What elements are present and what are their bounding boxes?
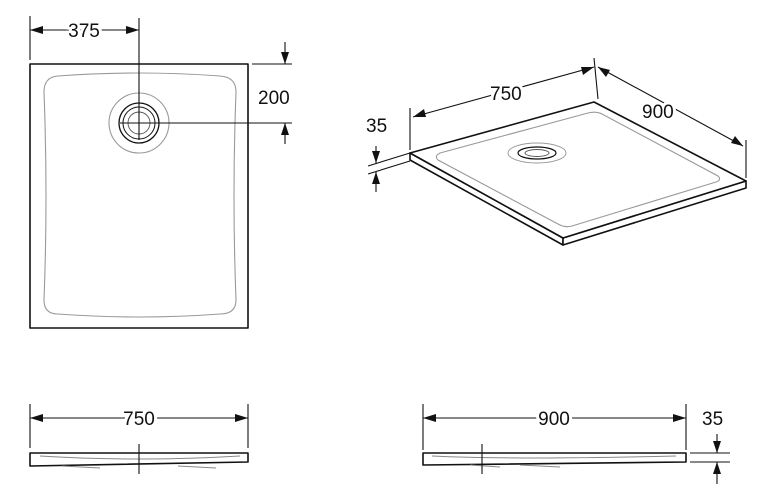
tray-feet-front (61, 465, 217, 469)
dim-label-375: 375 (68, 21, 100, 42)
dimension-200: 200 (258, 42, 290, 144)
iso-dimension-750: 750 (412, 66, 595, 118)
tray-top-face (409, 101, 747, 239)
side-dimension-35: 35 (690, 409, 730, 484)
tray-profile-side-inner (431, 455, 677, 459)
iso-dim-label-35: 35 (366, 116, 387, 137)
tray-profile-side (422, 452, 687, 466)
tray-feet-side (469, 464, 561, 468)
iso-dim-label-750: 750 (490, 84, 522, 105)
side-dim-label-35: 35 (702, 409, 723, 430)
tray-inner-basin-top (43, 72, 237, 318)
top-view: 375 200 (29, 16, 292, 329)
isometric-view: 750 900 35 (366, 57, 747, 246)
iso-extension-back (593, 57, 599, 100)
front-dim-label-750: 750 (123, 409, 155, 430)
dim-label-200: 200 (258, 88, 290, 109)
iso-dimension-35: 35 (366, 116, 411, 192)
front-dimension-750: 750 (30, 406, 248, 433)
dimension-375: 375 (30, 18, 139, 45)
side-view: 900 35 (422, 404, 730, 484)
iso-dim-label-900: 900 (642, 102, 674, 123)
tray-inner-basin-iso (435, 111, 721, 228)
side-dim-label-900: 900 (538, 409, 570, 430)
side-dimension-900: 900 (423, 406, 686, 433)
iso-dimension-900: 900 (597, 66, 744, 147)
front-view: 750 (29, 404, 249, 474)
drain-iso-icon (507, 142, 567, 164)
